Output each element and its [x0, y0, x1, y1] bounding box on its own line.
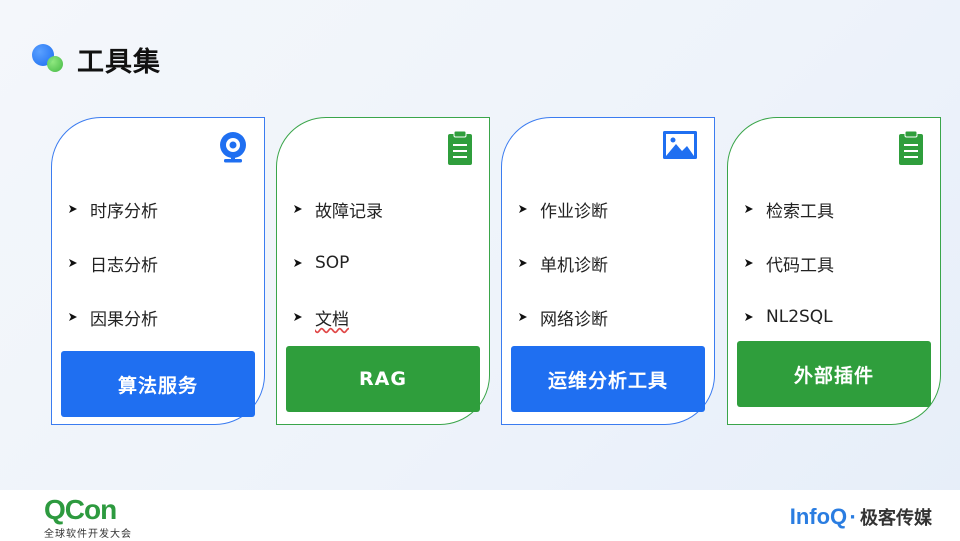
list-item: 代码工具	[744, 236, 834, 290]
image-icon	[662, 130, 698, 164]
webcam-icon	[218, 130, 248, 168]
card-item-list: 故障记录 SOP 文档	[293, 182, 383, 344]
arrow-bullet-icon	[294, 259, 302, 267]
arrow-bullet-icon	[745, 205, 753, 213]
rag-button[interactable]: RAG	[286, 346, 480, 412]
infoq-logo: InfoQ · 极客传媒	[789, 504, 932, 529]
card-item-list: 作业诊断 单机诊断 网络诊断	[518, 182, 608, 344]
arrow-bullet-icon	[69, 259, 77, 267]
card-item-list: 检索工具 代码工具 NL2SQL	[744, 182, 834, 344]
external-plugins-button[interactable]: 外部插件	[737, 341, 931, 407]
list-item: 网络诊断	[518, 290, 608, 344]
algorithm-service-button[interactable]: 算法服务	[61, 351, 255, 417]
arrow-bullet-icon	[519, 259, 527, 267]
arrow-bullet-icon	[294, 205, 302, 213]
card-rag: 故障记录 SOP 文档 RAG	[276, 117, 490, 425]
card-algorithm-service: 时序分析 日志分析 因果分析 算法服务	[51, 117, 265, 425]
list-item: 单机诊断	[518, 236, 608, 290]
ops-analysis-tools-button[interactable]: 运维分析工具	[511, 346, 705, 412]
list-item: 作业诊断	[518, 182, 608, 236]
list-item: 检索工具	[744, 182, 834, 236]
clipboard-icon	[898, 130, 924, 170]
arrow-bullet-icon	[745, 313, 753, 321]
card-external-plugins: 检索工具 代码工具 NL2SQL 外部插件	[727, 117, 941, 425]
card-ops-analysis: 作业诊断 单机诊断 网络诊断 运维分析工具	[501, 117, 715, 425]
list-item: 故障记录	[293, 182, 383, 236]
qcon-logo: QCon 全球软件开发大会	[44, 494, 132, 541]
infoq-separator: ·	[849, 506, 856, 528]
title-dots-icon	[32, 44, 66, 74]
infoq-logo-cn: 极客传媒	[860, 508, 932, 529]
card-item-list: 时序分析 日志分析 因果分析	[68, 182, 158, 344]
list-item: NL2SQL	[744, 290, 834, 344]
list-item: 文档	[293, 290, 383, 344]
arrow-bullet-icon	[519, 313, 527, 321]
footer	[0, 490, 960, 541]
arrow-bullet-icon	[294, 313, 302, 321]
slide-title: 工具集	[77, 47, 161, 78]
list-item: 因果分析	[68, 290, 158, 344]
arrow-bullet-icon	[519, 205, 527, 213]
list-item: 时序分析	[68, 182, 158, 236]
slide: 工具集 时序分析 日志分析 因果分析	[32, 44, 941, 425]
arrow-bullet-icon	[69, 205, 77, 213]
list-item: SOP	[293, 236, 383, 290]
arrow-bullet-icon	[69, 313, 77, 321]
qcon-logo-subtitle: 全球软件开发大会	[44, 529, 132, 540]
clipboard-icon	[447, 130, 473, 170]
arrow-bullet-icon	[745, 259, 753, 267]
list-item: 日志分析	[68, 236, 158, 290]
